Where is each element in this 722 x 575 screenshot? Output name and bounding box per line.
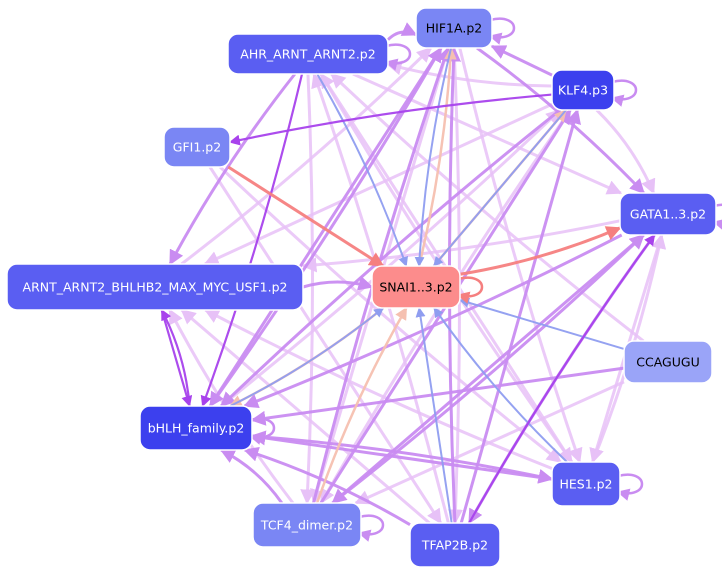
node-gata1[interactable]: GATA1..3.p2 xyxy=(619,192,717,236)
self-loop-snai1 xyxy=(456,276,484,304)
edge-tfap2b-to-snai1 xyxy=(415,307,453,524)
edge-arnt-to-snai1 xyxy=(302,276,374,291)
node-label-ccagugu: CCAGUGU xyxy=(636,355,699,370)
edge-tfap2b-to-arnt xyxy=(180,308,431,525)
node-box-gata1[interactable] xyxy=(619,192,717,236)
node-tcf4[interactable]: TCF4_dimer.p2 xyxy=(252,502,362,548)
edge-bhlh-to-arnt xyxy=(160,309,191,407)
node-box-tfap2b[interactable] xyxy=(409,522,501,568)
node-box-hif1a[interactable] xyxy=(415,7,493,49)
edge-ahr-to-arnt xyxy=(168,73,297,266)
node-label-tfap2b: TFAP2B.p2 xyxy=(421,538,488,553)
edge-gata1-to-bhlh xyxy=(243,233,623,408)
edge-bhlh-to-klf4 xyxy=(220,108,562,408)
edge-arnt-to-hif1a xyxy=(180,46,432,266)
edge-gata1-to-arnt xyxy=(301,219,621,273)
node-hif1a[interactable]: HIF1A.p2 xyxy=(415,7,493,49)
edge-hes1-to-arnt xyxy=(203,308,553,470)
node-hes1[interactable]: HES1.p2 xyxy=(551,461,621,507)
node-box-tcf4[interactable] xyxy=(252,502,362,548)
node-label-gata1: GATA1..3.p2 xyxy=(630,207,706,222)
node-box-arnt[interactable] xyxy=(6,263,304,311)
node-label-bhlh: bHLH_family.p2 xyxy=(148,421,245,436)
node-snai1[interactable]: SNAI1..3.p2 xyxy=(371,265,461,309)
self-loop-klf4 xyxy=(610,79,638,107)
node-label-arnt: ARNT_ARNT2_BHLHB2_MAX_MYC_USF1.p2 xyxy=(23,280,288,295)
edge-ccagugu-to-snai1 xyxy=(459,297,625,350)
node-label-gfi1: GFI1.p2 xyxy=(173,140,221,155)
edge-hif1a-to-hes1 xyxy=(458,47,583,464)
edge-klf4-to-gata1 xyxy=(595,108,656,195)
edge-bhlh-to-snai1 xyxy=(229,307,385,407)
edge-ahr-to-snai1 xyxy=(316,73,408,267)
edge-klf4-to-hif1a xyxy=(490,44,553,77)
node-box-hes1[interactable] xyxy=(551,461,621,507)
edge-gfi1-to-snai1 xyxy=(227,165,385,268)
node-arnt[interactable]: ARNT_ARNT2_BHLHB2_MAX_MYC_USF1.p2 xyxy=(6,263,304,311)
node-label-klf4: KLF4.p3 xyxy=(558,83,608,98)
edge-hes1-to-snai1 xyxy=(433,307,568,463)
edge-gfi1-to-tfap2b xyxy=(208,166,442,525)
node-label-ahr: AHR_ARNT_ARNT2.p2 xyxy=(240,47,375,62)
node-ahr[interactable]: AHR_ARNT_ARNT2.p2 xyxy=(227,33,389,75)
edge-hif1a-to-bhlh xyxy=(208,47,443,408)
node-layer: HIF1A.p2AHR_ARNT_ARNT2.p2KLF4.p3GFI1.p2G… xyxy=(6,7,717,568)
edge-bhlh-to-hes1 xyxy=(251,434,554,484)
edge-tfap2b-to-bhlh xyxy=(243,447,411,526)
edge-hes1-to-bhlh xyxy=(250,430,553,481)
edge-layer xyxy=(160,17,722,542)
node-box-gfi1[interactable] xyxy=(163,126,231,168)
edge-tcf4-to-bhlh xyxy=(219,448,284,504)
node-gfi1[interactable]: GFI1.p2 xyxy=(163,126,231,168)
edge-ahr-to-tcf4 xyxy=(300,73,316,505)
edge-bhlh-to-hif1a xyxy=(208,46,443,407)
node-label-hes1: HES1.p2 xyxy=(559,477,612,492)
node-label-hif1a: HIF1A.p2 xyxy=(426,21,482,36)
edge-snai1-to-gata1 xyxy=(459,226,622,276)
self-loop-tcf4 xyxy=(357,514,385,542)
self-loop-hif1a xyxy=(488,17,516,45)
edge-ccagugu-to-bhlh xyxy=(250,366,625,426)
edge-gfi1-to-hes1 xyxy=(219,165,562,464)
node-box-bhlh[interactable] xyxy=(139,405,253,451)
edge-tcf4-to-snai1 xyxy=(315,306,408,504)
edge-tcf4-to-gata1 xyxy=(331,233,645,505)
node-box-ahr[interactable] xyxy=(227,33,389,75)
self-loop-hes1 xyxy=(616,473,644,501)
edge-klf4-to-snai1 xyxy=(433,109,567,267)
edge-ahr-to-hif1a xyxy=(386,22,418,41)
node-tfap2b[interactable]: TFAP2B.p2 xyxy=(409,522,501,568)
node-klf4[interactable]: KLF4.p3 xyxy=(551,69,615,111)
edge-klf4-to-gfi1 xyxy=(228,93,553,146)
self-loop-ahr xyxy=(384,43,412,71)
node-box-ccagugu[interactable] xyxy=(623,340,713,384)
edge-tfap2b-to-gata1 xyxy=(468,234,656,524)
edge-hif1a-to-snai1 xyxy=(414,47,453,267)
node-bhlh[interactable]: bHLH_family.p2 xyxy=(139,405,253,451)
edge-klf4-to-ahr xyxy=(386,60,553,88)
node-box-snai1[interactable] xyxy=(371,265,461,309)
edge-tfap2b-to-klf4 xyxy=(459,108,581,524)
edge-klf4-to-arnt xyxy=(203,102,553,266)
edge-gata1-to-tcf4 xyxy=(331,233,645,505)
node-label-tcf4: TCF4_dimer.p2 xyxy=(260,518,353,533)
edge-ahr-to-bhlh xyxy=(200,73,304,408)
node-box-klf4[interactable] xyxy=(551,69,615,111)
node-ccagugu[interactable]: CCAGUGU xyxy=(623,340,713,384)
edge-ccagugu-to-ahr xyxy=(330,72,645,343)
self-loop-bhlh xyxy=(248,417,276,445)
edge-snai1-to-hif1a xyxy=(417,46,457,267)
edge-klf4-to-bhlh xyxy=(220,108,562,408)
node-label-snai1: SNAI1..3.p2 xyxy=(379,280,452,295)
